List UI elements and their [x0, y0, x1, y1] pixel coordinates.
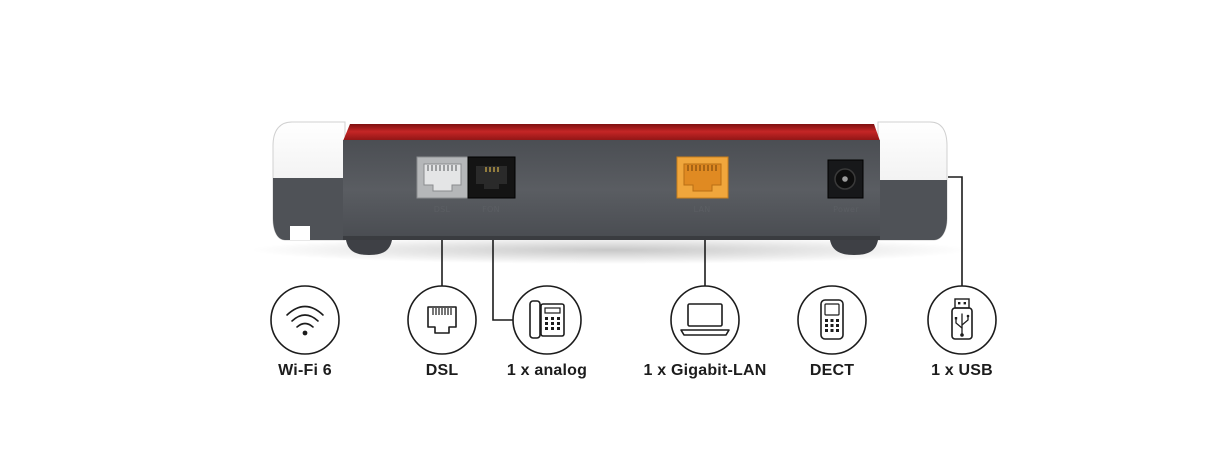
wifi-icon: [270, 285, 340, 355]
dsl-port: DSL: [416, 156, 469, 214]
router-red-top: [343, 124, 880, 141]
fon-port-label: FON: [482, 205, 500, 214]
desk-phone-icon: [512, 285, 582, 355]
router-device: DSL FON: [250, 121, 970, 264]
feature-label-analog: 1 x analog: [506, 362, 588, 379]
analog-connector-line: [492, 240, 514, 321]
connector-lines: [441, 176, 963, 321]
cordless-phone-icon: [797, 285, 867, 355]
lan-port-label: LAN: [694, 205, 711, 214]
router-right-cap: [877, 121, 948, 241]
laptop-icon: [670, 285, 740, 355]
ethernet-port-icon: [407, 285, 477, 355]
power-jack: Power: [827, 159, 864, 214]
feature-label-lan: 1 x Gigabit-LAN: [643, 362, 767, 379]
router-foot-left: [346, 240, 392, 255]
lan-port: LAN: [676, 156, 729, 214]
feature-label-wifi: Wi-Fi 6: [278, 362, 332, 379]
usb-stick-icon: [927, 285, 997, 355]
fon-port: FON: [467, 156, 516, 214]
router-left-cap: [272, 121, 346, 241]
power-jack-label: Power: [833, 205, 859, 214]
feature-label-dsl: DSL: [425, 362, 459, 379]
router-foot-right: [830, 240, 878, 255]
router-floor-shadow: [250, 236, 970, 264]
usb-connector-line: [948, 176, 963, 286]
dsl-port-label: DSL: [434, 205, 451, 214]
feature-label-usb: 1 x USB: [931, 362, 993, 379]
feature-label-dect: DECT: [809, 362, 855, 379]
